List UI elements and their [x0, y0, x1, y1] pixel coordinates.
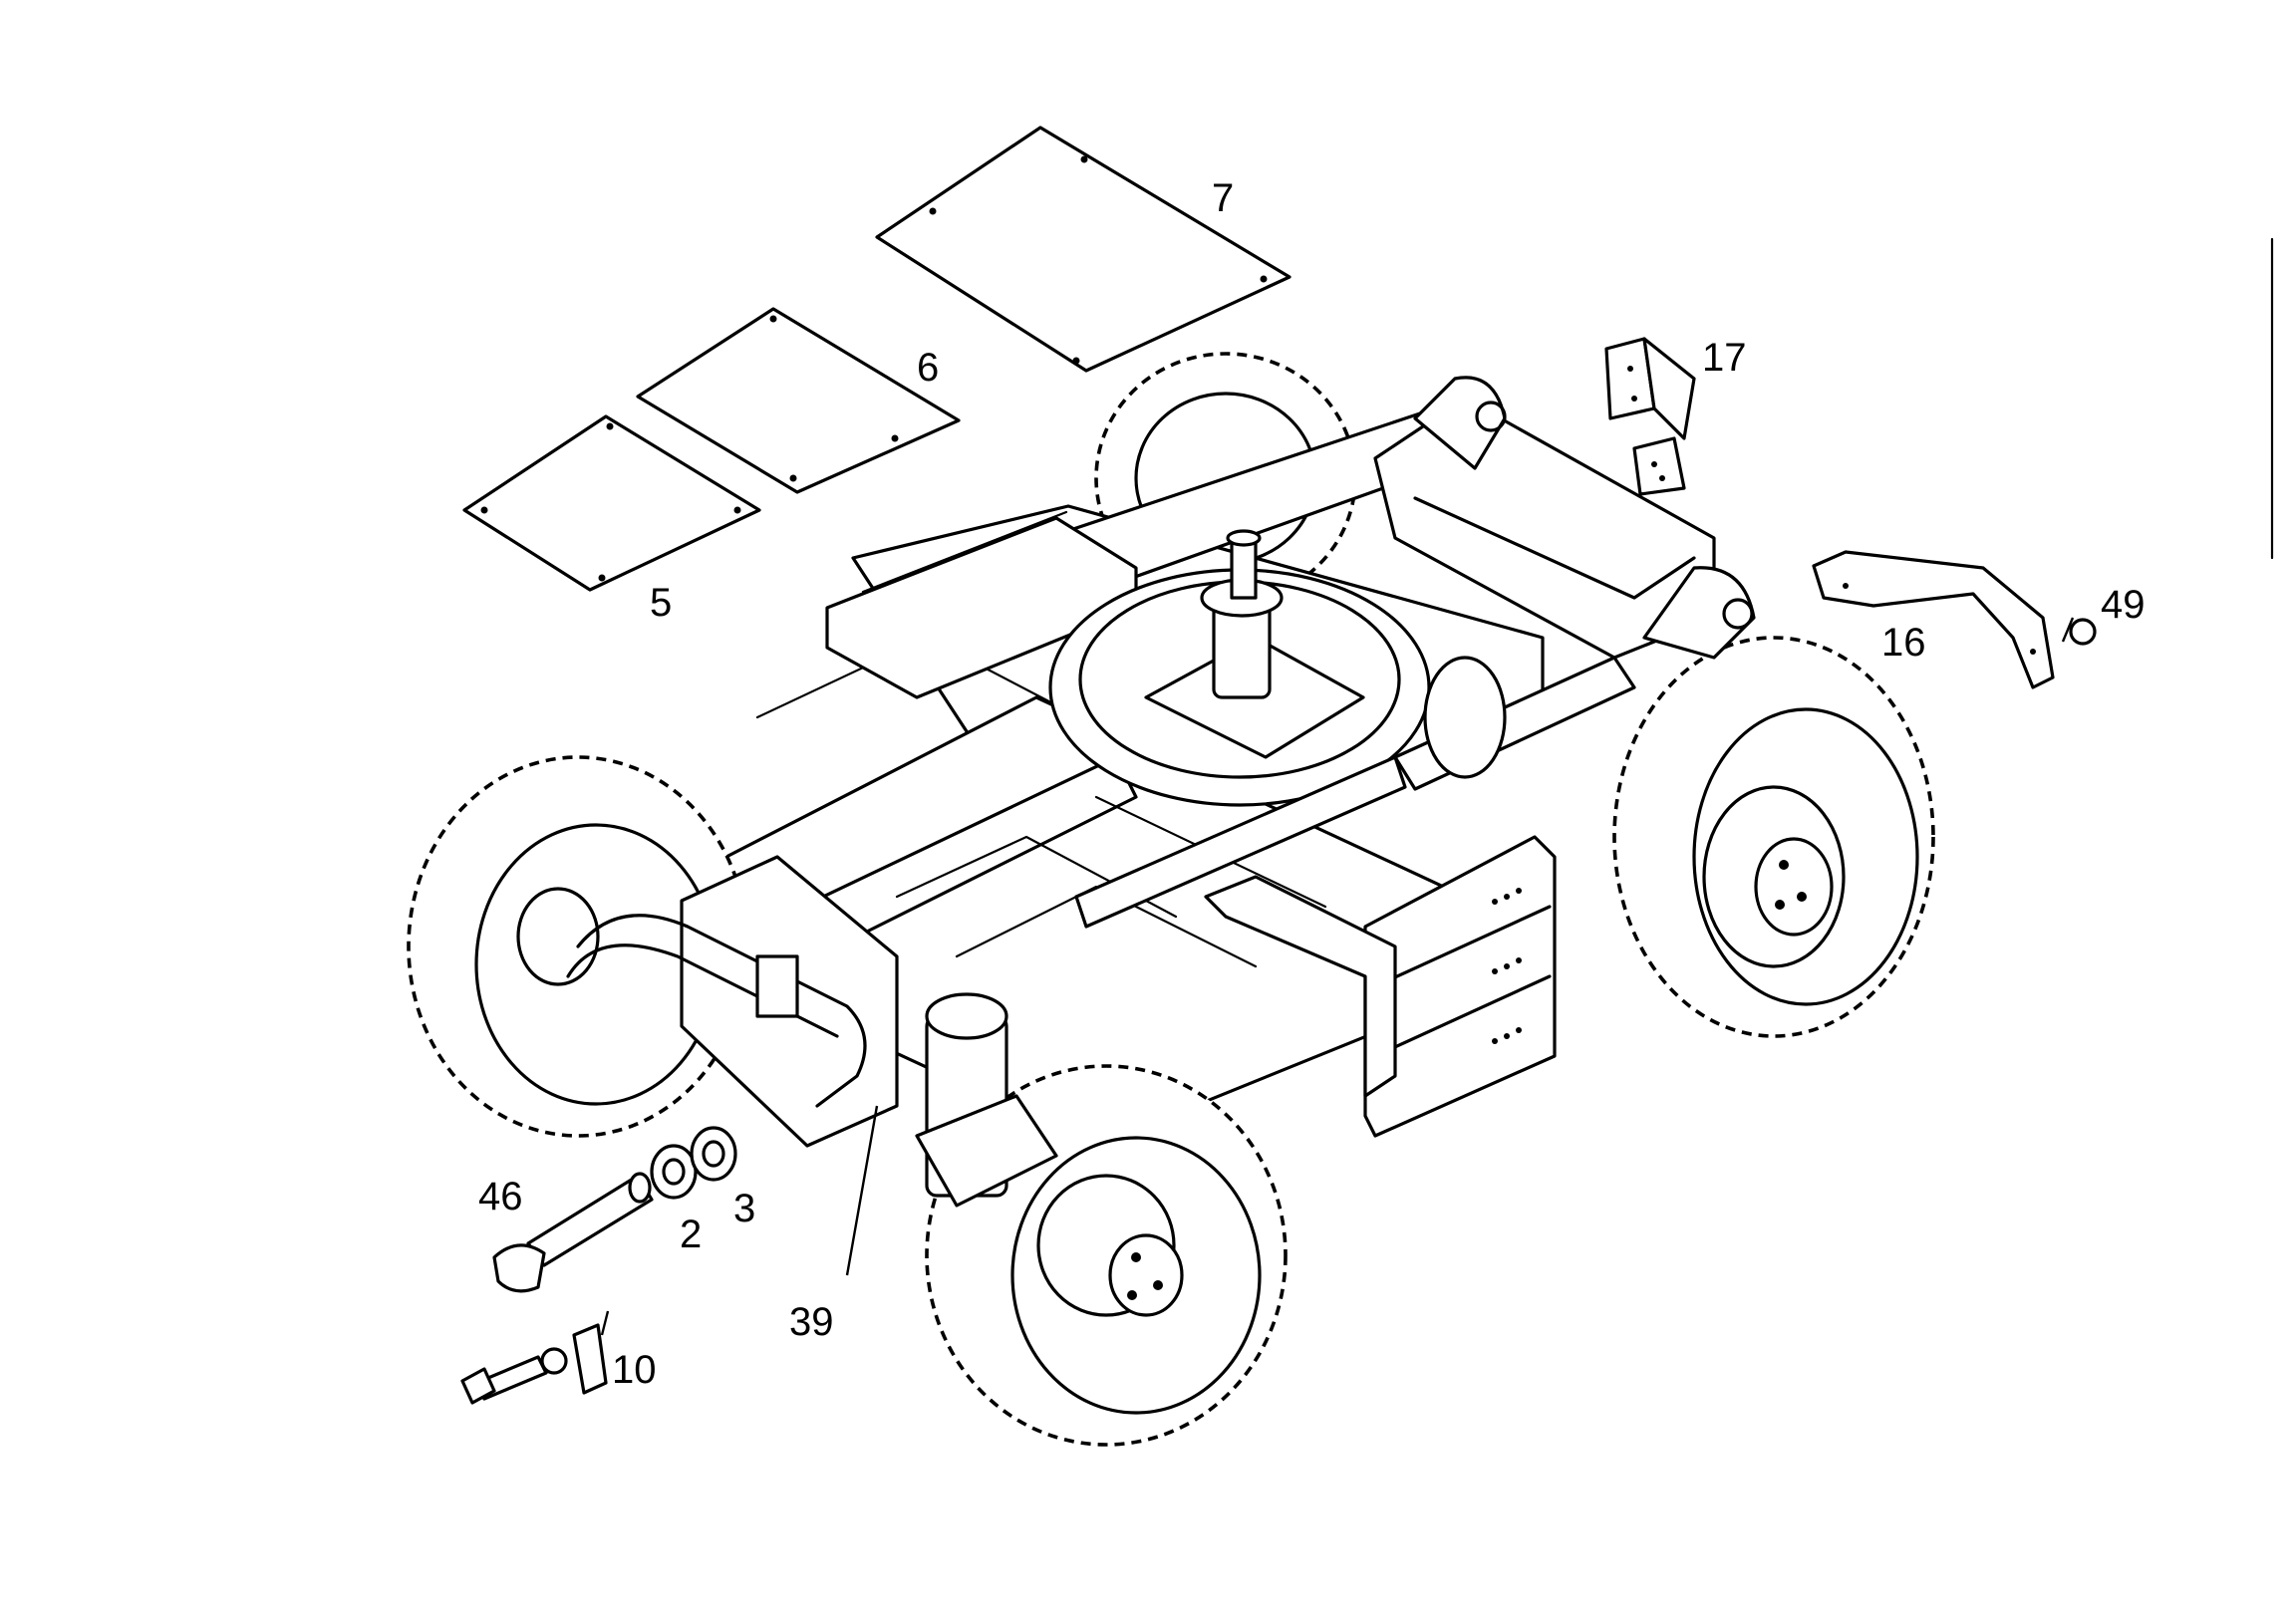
callout-39: 39 [789, 1300, 834, 1344]
callout-6: 6 [917, 346, 939, 390]
callout-16: 16 [1881, 621, 1926, 665]
bracket-16 [1812, 550, 2055, 689]
callout-17: 17 [1702, 336, 1747, 380]
leader-lines [600, 617, 2075, 1336]
callout-10: 10 [612, 1348, 657, 1392]
plate-5 [462, 414, 761, 592]
step-ladder [1204, 835, 1557, 1138]
callout-46: 46 [478, 1175, 523, 1218]
callout-2: 2 [680, 1213, 702, 1256]
plate-6 [636, 307, 961, 494]
rear-boss-arms [1413, 376, 1756, 660]
callout-5: 5 [650, 581, 672, 625]
bolt-and-lock-plate-10 [460, 1323, 608, 1405]
front-bumper [566, 855, 899, 1148]
callout-49: 49 [2101, 583, 2146, 627]
plate-7 [875, 126, 1292, 373]
pin-46 [492, 1172, 654, 1293]
washer-3 [690, 1126, 737, 1182]
callout-7: 7 [1212, 176, 1234, 220]
nut-49 [2069, 618, 2097, 646]
callout-3: 3 [733, 1187, 755, 1230]
steering-cylinder [915, 992, 1058, 1208]
washer-2 [650, 1144, 698, 1200]
slewing-ring [1048, 529, 1431, 807]
drive-shaft [1074, 656, 1636, 929]
bracket-17 [1604, 337, 1696, 496]
rear-right-wheel [1612, 636, 1935, 1038]
